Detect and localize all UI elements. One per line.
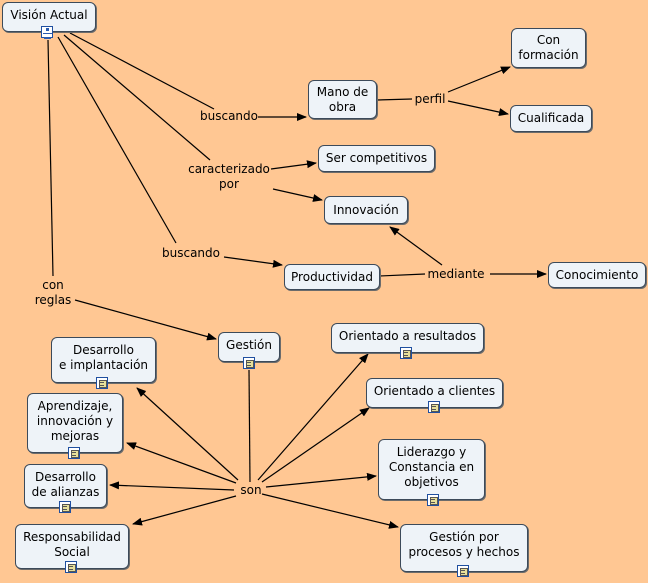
node-label: Orientado a clientes: [373, 384, 496, 398]
line-vision-buscando1: [69, 32, 215, 110]
line-son-alianzas: [109, 481, 235, 491]
line-mano-perfil: [376, 98, 413, 101]
line-son-gestionprocesos: [261, 493, 399, 529]
concept-map-icon[interactable]: [41, 26, 53, 38]
line-vision-buscando2: [57, 36, 177, 244]
line-mediante-innovacion: [389, 226, 443, 266]
link-con-reglas: con reglas: [34, 278, 72, 307]
node-label: Ser competitivos: [325, 151, 428, 165]
node-label: Desarrollo e implantación: [58, 343, 149, 372]
node-productividad[interactable]: Productividad: [284, 264, 380, 290]
node-label: Gestión por procesos y hechos: [408, 530, 520, 559]
line-vision-conreglas: [47, 39, 54, 277]
line-son-responsabilidad: [132, 495, 237, 526]
line-perfil-conformacion: [447, 66, 511, 93]
line-son-clientes: [261, 407, 370, 483]
line-caract-ser: [270, 160, 317, 170]
line-gestion-son: [248, 369, 251, 483]
node-gestion-procesos[interactable]: Gestión por procesos y hechos: [400, 524, 528, 572]
node-desarrollo-implantacion[interactable]: Desarrollo e implantación: [51, 337, 156, 383]
node-label: Productividad: [291, 269, 373, 284]
line-vision-caracterizado: [63, 34, 211, 161]
document-icon[interactable]: [457, 565, 469, 577]
node-innovacion[interactable]: Innovación: [324, 196, 408, 224]
line-perfil-cualificada: [447, 100, 509, 117]
document-icon[interactable]: [68, 447, 80, 459]
document-icon[interactable]: [96, 377, 108, 389]
node-label: Innovación: [333, 202, 399, 217]
link-mediante: mediante: [427, 267, 485, 281]
node-label: Orientado a resultados: [338, 329, 477, 343]
node-conocimiento[interactable]: Conocimiento: [548, 262, 646, 288]
link-buscando-2: buscando: [162, 246, 220, 260]
node-ser-competitivos[interactable]: Ser competitivos: [318, 145, 435, 172]
node-vision-actual[interactable]: Visión Actual: [2, 2, 96, 32]
link-son: son: [240, 483, 262, 497]
node-con-formacion[interactable]: Con formación: [511, 28, 586, 68]
node-cualificada[interactable]: Cualificada: [510, 105, 592, 132]
document-icon[interactable]: [59, 501, 71, 513]
node-label: Visión Actual: [10, 8, 88, 22]
line-son-resultados: [257, 353, 369, 481]
document-icon[interactable]: [65, 561, 77, 573]
document-icon[interactable]: [243, 357, 255, 369]
line-son-aprendizaje: [126, 442, 237, 484]
node-label: Gestión: [226, 338, 272, 352]
node-label: Conocimiento: [555, 267, 639, 282]
line-caract-innovacion: [272, 188, 323, 202]
node-label: Desarrollo de alianzas: [31, 470, 100, 499]
node-label: Aprendizaje, innovación y mejoras: [36, 399, 114, 443]
link-caracterizado-por: caracterizado por: [188, 162, 270, 191]
node-label: Liderazgo y Constancia en objetivos: [388, 445, 475, 489]
node-liderazgo[interactable]: Liderazgo y Constancia en objetivos: [378, 439, 485, 500]
node-label: Responsabilidad Social: [23, 530, 121, 559]
node-label: Mano de obra: [316, 84, 369, 114]
link-perfil: perfil: [414, 92, 446, 106]
document-icon[interactable]: [427, 494, 439, 506]
line-son-liderazgo: [265, 472, 377, 488]
line-son-desarrollo: [136, 387, 239, 481]
node-aprendizaje[interactable]: Aprendizaje, innovación y mejoras: [27, 393, 123, 453]
line-productividad-mediante: [379, 273, 426, 277]
link-buscando-1: buscando: [200, 109, 258, 123]
line-conreglas-gestion: [74, 299, 217, 341]
node-label: Con formación: [518, 33, 579, 62]
node-mano-de-obra[interactable]: Mano de obra: [308, 80, 377, 119]
document-icon[interactable]: [428, 401, 440, 413]
line-buscando2-productividad: [223, 256, 283, 268]
node-label: Cualificada: [517, 111, 585, 125]
document-icon[interactable]: [400, 347, 412, 359]
